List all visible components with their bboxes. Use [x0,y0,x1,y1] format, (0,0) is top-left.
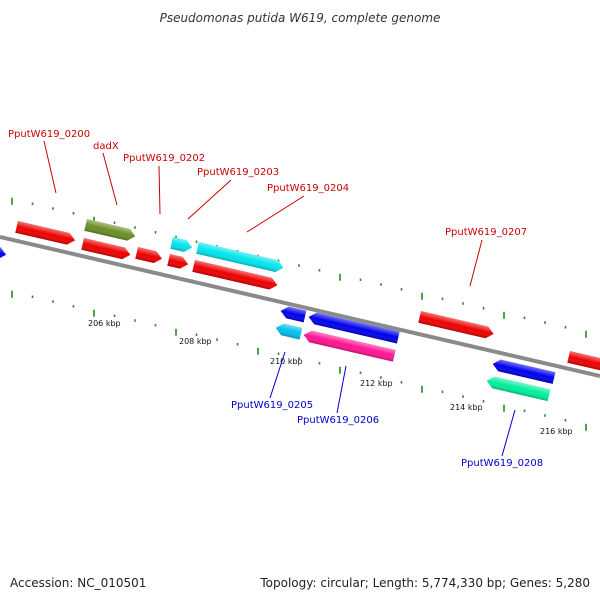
gene-arrow[interactable] [307,311,400,344]
gene-arrow-shading [15,221,76,245]
gene-arrow-shading [167,254,189,269]
gene-arrow[interactable] [192,260,278,291]
gene-arrow[interactable] [167,254,189,270]
gene-label[interactable]: PputW619_0202 [123,153,205,164]
gene-arrow[interactable] [279,305,307,323]
gene-arrow[interactable] [196,242,284,274]
gene-label[interactable]: PputW619_0207 [445,227,527,238]
gene-arrow[interactable] [302,329,396,362]
gene-arrow[interactable] [84,219,136,242]
gene-label[interactable]: PputW619_0203 [197,167,279,178]
gene-arrow-shading [0,244,7,260]
gene-features [0,219,600,402]
gene-arrow[interactable] [274,322,303,340]
label-leader-line [246,195,305,233]
tick-label: 216 kbp [540,427,573,436]
label-leader-line [336,365,347,414]
gene-arrow[interactable] [81,238,131,261]
gene-arrow-shading [170,237,193,252]
gene-arrow-shading [280,306,307,323]
gene-arrow[interactable] [491,358,556,384]
gene-arrow[interactable] [485,375,551,402]
gene-label[interactable]: PputW619_0206 [297,415,379,426]
label-leader-line [269,351,286,399]
tick-label: 206 kbp [88,319,121,328]
tick-label: 214 kbp [450,403,483,412]
gene-arrow-shading [567,351,600,372]
gene-arrow-shading [486,376,551,402]
genome-backbone [0,235,600,378]
gene-arrow-shading [418,311,494,339]
gene-label[interactable]: PputW619_0208 [461,458,543,469]
gene-arrow-shading [492,359,556,384]
label-leader-line [43,140,57,194]
label-leader-lines [43,140,516,457]
tick-labels: 206 kbp 208 kbp 210 kbp 212 kbp 214 kbp 216 k… [88,319,573,436]
gene-arrow-shading [308,312,400,344]
gene-arrow-shading [192,260,278,290]
label-leader-line [469,239,483,287]
tick-label: 212 kbp [360,379,393,388]
accession-text: Accession: NC_010501 [10,576,146,590]
gene-arrow[interactable] [15,221,76,246]
gene-arrow[interactable] [567,351,600,373]
gene-label[interactable]: PputW619_0200 [8,129,90,140]
map-title: Pseudomonas putida W619, complete genome [160,11,441,25]
gene-arrow-shading [303,330,396,362]
gene-arrow-shading [84,219,136,241]
tick-label: 208 kbp [179,337,212,346]
label-leader-line [158,165,161,215]
label-leader-line [102,152,118,206]
label-leader-line [501,409,516,457]
gene-arrow-shading [135,247,162,263]
gene-arrow[interactable] [0,244,7,261]
gene-arrow[interactable] [170,237,193,253]
gene-arrow-shading [275,323,303,340]
gene-arrow-shading [81,238,131,260]
genome-summary-text: Topology: circular; Length: 5,774,330 bp… [259,576,590,590]
gene-label[interactable]: PputW619_0204 [267,183,349,194]
gene-arrow-shading [196,242,284,272]
tick-label: 210 kbp [270,357,303,366]
gene-arrow[interactable] [135,247,163,265]
gene-label[interactable]: PputW619_0205 [231,400,313,411]
label-leader-line [187,179,232,220]
gene-arrow[interactable] [418,311,495,340]
gene-label[interactable]: dadX [93,141,119,152]
